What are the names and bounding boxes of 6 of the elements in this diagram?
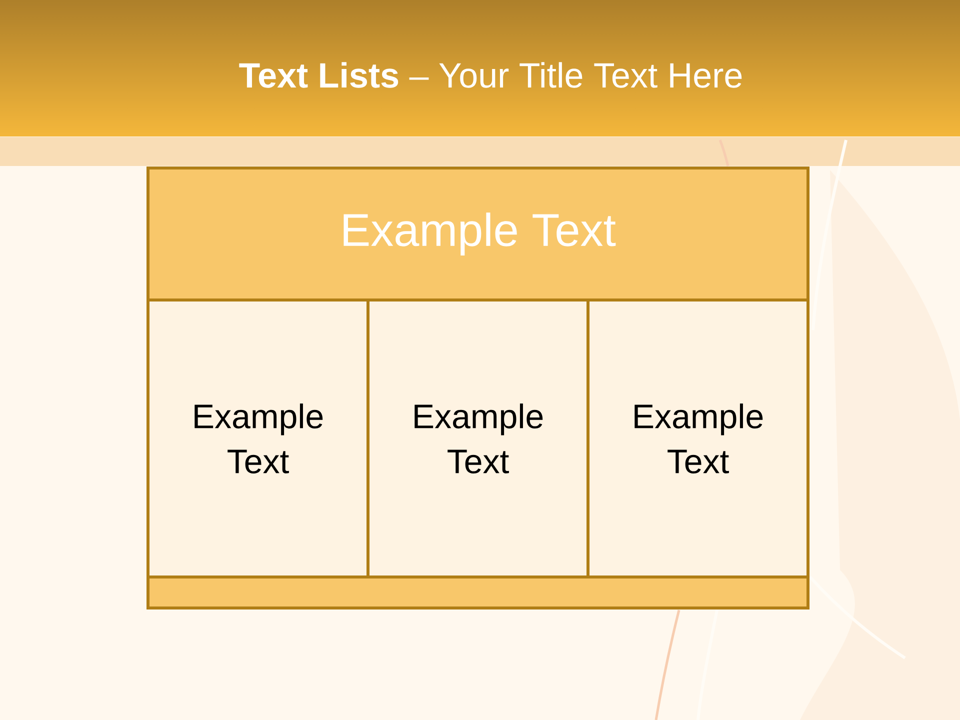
title: Text Lists – Your Title Text Here bbox=[239, 62, 742, 88]
table-header: Example Text bbox=[146, 166, 810, 302]
table-cell: Example Text bbox=[586, 298, 810, 578]
footer-bar bbox=[146, 576, 810, 610]
table-cell: Example Text bbox=[366, 298, 590, 578]
table-cell: Example Text bbox=[146, 298, 370, 578]
